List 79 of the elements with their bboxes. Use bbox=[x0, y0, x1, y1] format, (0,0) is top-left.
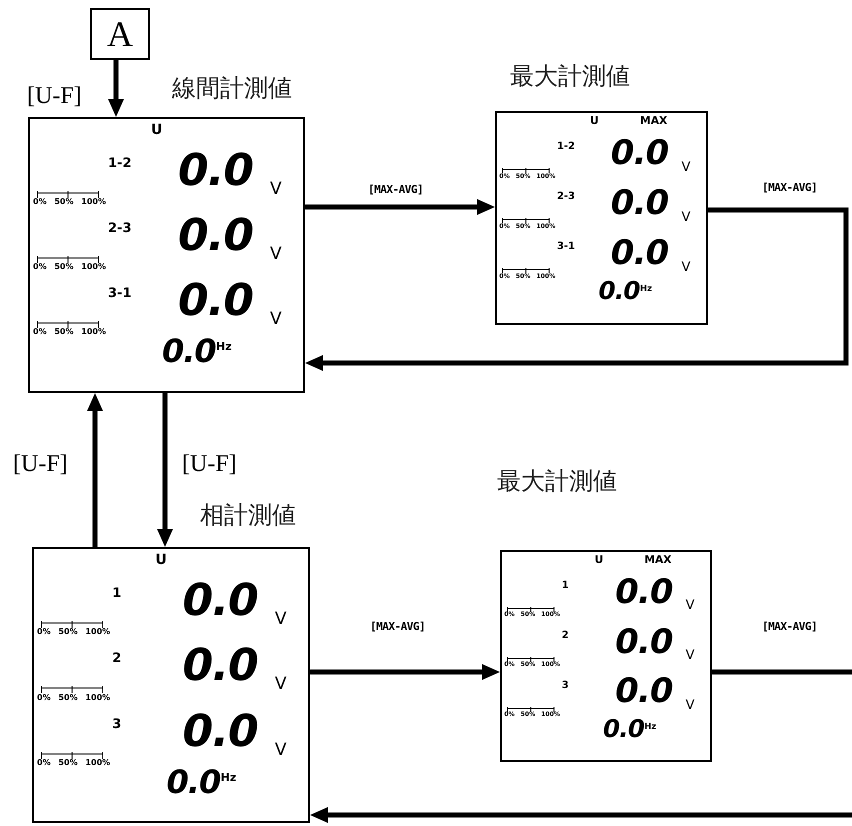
phase-label: 3 bbox=[112, 718, 122, 731]
digit-readout: 0.0 bbox=[182, 710, 258, 754]
unit-label: Hz bbox=[644, 722, 656, 730]
digit-readout: 0.0 bbox=[610, 236, 668, 270]
unit-label: V bbox=[270, 311, 282, 328]
scale-label: 0% 50% 100% bbox=[33, 198, 106, 206]
unit-label: V bbox=[270, 246, 282, 263]
label-box: A bbox=[90, 8, 150, 60]
unit-label: V bbox=[682, 210, 690, 224]
screen-title: 相計測値 bbox=[200, 504, 296, 528]
phase-label: 1 bbox=[562, 581, 569, 592]
digit-readout: 0.0 bbox=[610, 136, 668, 170]
unit-label: V bbox=[686, 649, 695, 662]
digit-readout: 0.0 bbox=[615, 624, 673, 658]
edge-label: [MAX-AVG] bbox=[762, 182, 818, 193]
unit-label: V bbox=[686, 599, 695, 612]
digit-readout: 0.0 bbox=[182, 644, 258, 688]
phase-label: 3 bbox=[562, 680, 569, 691]
unit-label: V bbox=[274, 611, 287, 628]
digit-readout: 0.0 bbox=[610, 186, 668, 220]
screen-title: 最大計測値 bbox=[510, 65, 630, 89]
digit-readout: 0.0 bbox=[162, 335, 216, 367]
digit-readout: 0.0 bbox=[178, 279, 253, 323]
digit-readout: 0.0 bbox=[178, 149, 253, 193]
arrow bbox=[310, 807, 852, 823]
indicator-label: MAX bbox=[640, 116, 668, 127]
arrow bbox=[305, 208, 848, 371]
unit-label: Hz bbox=[216, 341, 232, 352]
digit-readout: 0.0 bbox=[598, 279, 640, 304]
scale-label: 0% 50% 100% bbox=[37, 758, 110, 767]
arrow bbox=[108, 60, 124, 117]
digit-readout: 0.0 bbox=[615, 574, 673, 609]
indicator-label: U bbox=[594, 555, 604, 566]
arrow bbox=[305, 199, 495, 215]
arrow bbox=[157, 393, 173, 547]
unit-label: Hz bbox=[640, 284, 652, 292]
unit-label: V bbox=[686, 698, 695, 712]
phase-label: 2-3 bbox=[556, 192, 576, 202]
unit-label: V bbox=[274, 676, 287, 694]
arrow bbox=[87, 393, 103, 547]
digit-readout: 0.0 bbox=[615, 674, 673, 708]
unit-label: V bbox=[682, 260, 690, 274]
indicator-label: MAX bbox=[644, 555, 672, 566]
scale-label: 0% 50% 100% bbox=[33, 328, 106, 336]
phase-label: 2-3 bbox=[108, 222, 132, 235]
arrow bbox=[310, 664, 500, 680]
digit-readout: 0.0 bbox=[182, 579, 258, 624]
scale-label: 0% 50% 100% bbox=[37, 694, 110, 702]
phase-label: 2 bbox=[562, 630, 569, 641]
lcd-screen bbox=[495, 111, 708, 325]
screen-title: 最大計測値 bbox=[497, 470, 617, 494]
lcd-screen bbox=[500, 550, 712, 762]
lcd-screen bbox=[28, 117, 305, 393]
phase-label: 1 bbox=[112, 587, 122, 600]
unit-label: Hz bbox=[220, 772, 236, 783]
unit-label: V bbox=[682, 160, 690, 174]
edge-label: [MAX-AVG] bbox=[368, 184, 424, 195]
phase-label: 1-2 bbox=[108, 157, 132, 170]
edge-label: [U-F] bbox=[182, 452, 237, 476]
scale-label: 0% 50% 100% bbox=[33, 263, 106, 271]
edge-label: [U-F] bbox=[27, 84, 82, 108]
screen-title: 線間計測値 bbox=[172, 77, 292, 101]
edge-label: [MAX-AVG] bbox=[370, 621, 426, 632]
scale-label: 0% 50% 100% bbox=[37, 628, 110, 636]
digit-readout: 0.0 bbox=[166, 766, 220, 798]
edge-label: [MAX-AVG] bbox=[762, 621, 818, 632]
phase-label: 3-1 bbox=[108, 287, 132, 300]
digit-readout: 0.0 bbox=[603, 717, 644, 742]
unit-label: V bbox=[270, 181, 282, 198]
phase-label: 1-2 bbox=[556, 142, 576, 152]
unit-label: V bbox=[274, 742, 287, 759]
phase-label: 3-1 bbox=[556, 242, 576, 252]
lcd-screen bbox=[32, 547, 310, 823]
edge-label: [U-F] bbox=[13, 452, 68, 476]
digit-readout: 0.0 bbox=[178, 214, 253, 258]
indicator-label: U bbox=[590, 116, 599, 127]
indicator-label: U bbox=[151, 123, 162, 137]
indicator-label: U bbox=[155, 553, 167, 568]
phase-label: 2 bbox=[112, 652, 122, 666]
